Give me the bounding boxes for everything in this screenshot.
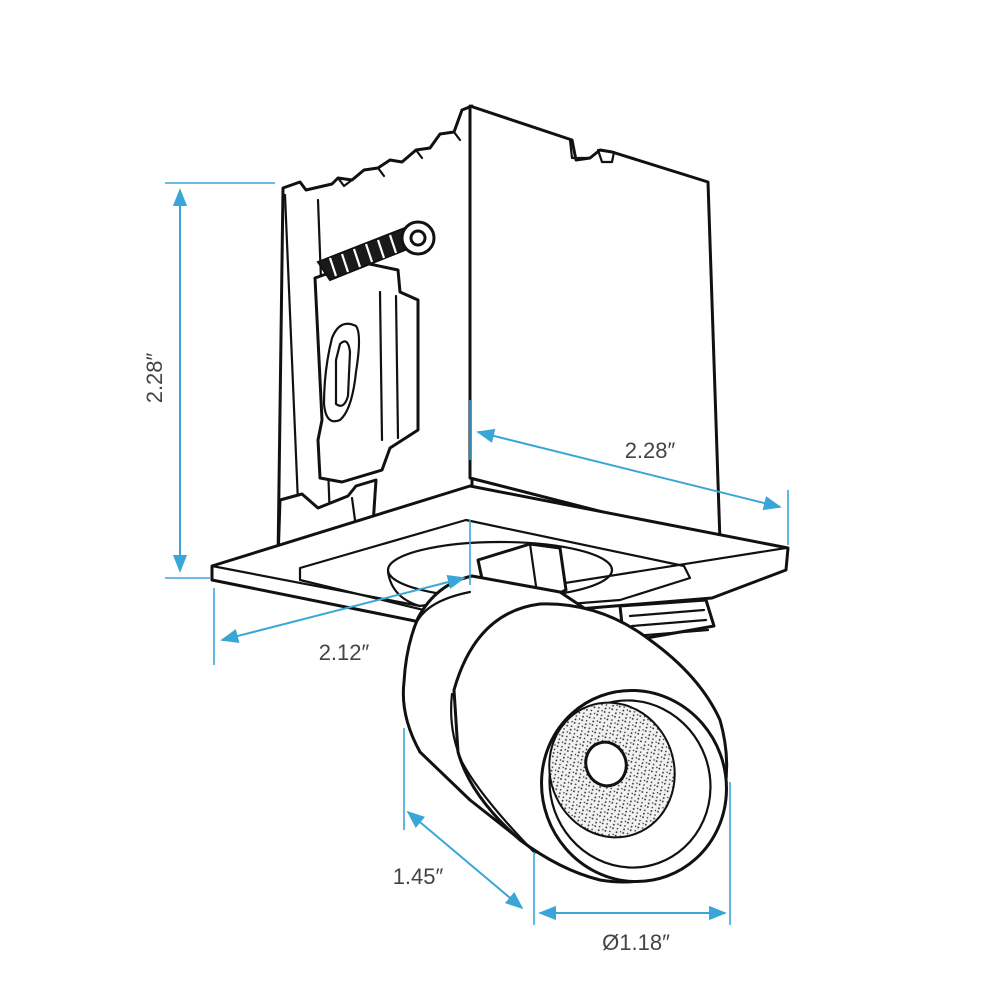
width-dimension-line — [220, 575, 466, 643]
height-dimension-label: 2.28″ — [142, 352, 167, 403]
lens-length-dimension-label: 1.45″ — [393, 864, 444, 889]
lens-diameter-dimension-label: Ø1.18″ — [602, 930, 670, 955]
depth-dimension-line — [476, 428, 782, 511]
lens-length-dimension-line — [406, 810, 524, 910]
dimension-lines — [165, 182, 789, 925]
width-dimension-label: 2.12″ — [319, 640, 370, 665]
spotlight-head — [401, 574, 729, 884]
housing-front-face — [468, 104, 722, 544]
depth-dimension-label: 2.28″ — [625, 438, 676, 463]
